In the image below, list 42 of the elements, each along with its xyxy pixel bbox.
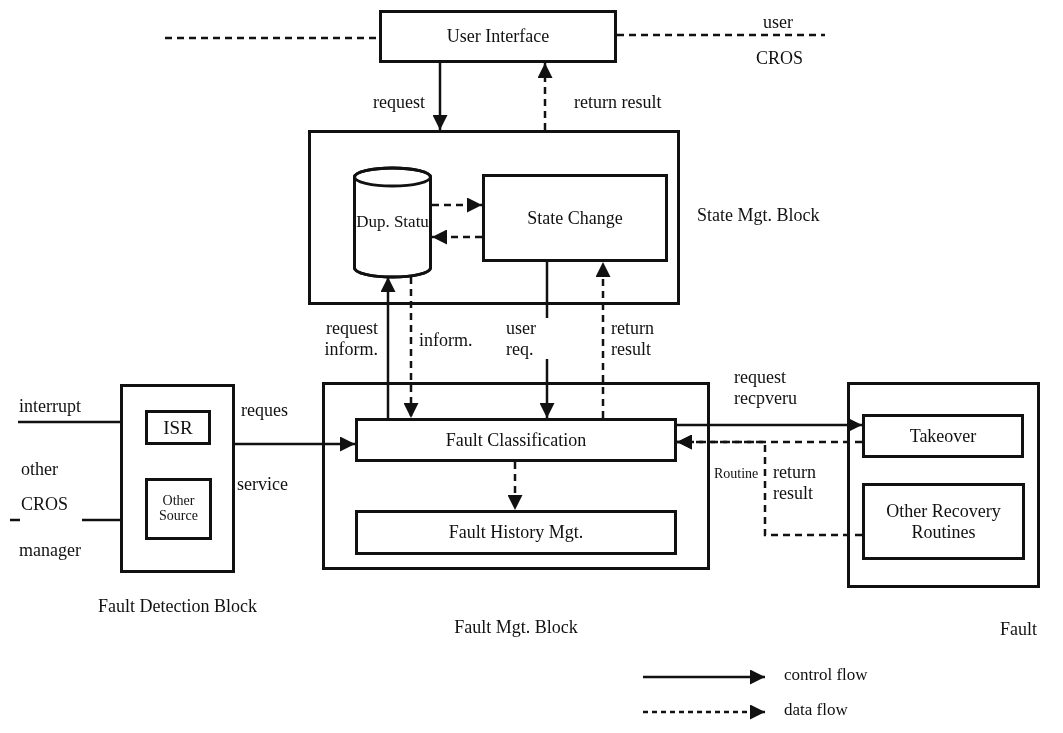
edge-label: user req.	[505, 318, 551, 360]
arrow	[432, 63, 448, 130]
node-label: Fault Classification	[445, 429, 587, 451]
connector-line	[617, 33, 825, 37]
arrow	[507, 462, 523, 510]
connector-line	[165, 36, 379, 40]
arrow	[235, 436, 355, 452]
arrow	[432, 229, 482, 245]
arrow	[595, 262, 611, 418]
process-box	[379, 10, 617, 63]
arrow	[537, 63, 553, 130]
block-heading: Fault Detection Block	[98, 596, 257, 617]
annotation-text: Routine	[713, 466, 760, 483]
annotation-text: user	[762, 12, 794, 33]
process-box	[482, 174, 668, 262]
process-box	[862, 414, 1024, 458]
arrow	[432, 197, 482, 213]
arrow	[380, 277, 396, 418]
node-label: Other Recovery Routines	[885, 500, 1002, 543]
node-label: Other Source	[158, 494, 199, 524]
process-box	[145, 410, 211, 445]
arrow	[403, 277, 419, 418]
node-label: ISR	[163, 416, 193, 439]
arrow	[677, 417, 862, 433]
arrow	[677, 434, 862, 537]
process-box	[355, 510, 677, 555]
process-box	[355, 418, 677, 462]
block-heading: Fault	[1000, 619, 1037, 640]
block-heading: State Mgt. Block	[697, 205, 820, 226]
annotation-text: manager	[18, 540, 82, 561]
node-label: Fault History Mgt.	[448, 522, 584, 543]
block-heading: Fault Mgt. Block	[454, 617, 578, 638]
annotation-text: service	[236, 474, 289, 495]
process-box	[145, 478, 212, 540]
node-label: Takeover	[909, 425, 977, 447]
connector-line	[18, 420, 120, 424]
node-label: Dup. Statu	[356, 213, 429, 232]
node-label: State Change	[527, 207, 623, 229]
annotation-text: CROS	[755, 48, 805, 69]
process-box	[862, 483, 1025, 560]
node-label: User Interface	[446, 26, 550, 47]
edge-label: interrupt	[18, 396, 82, 417]
